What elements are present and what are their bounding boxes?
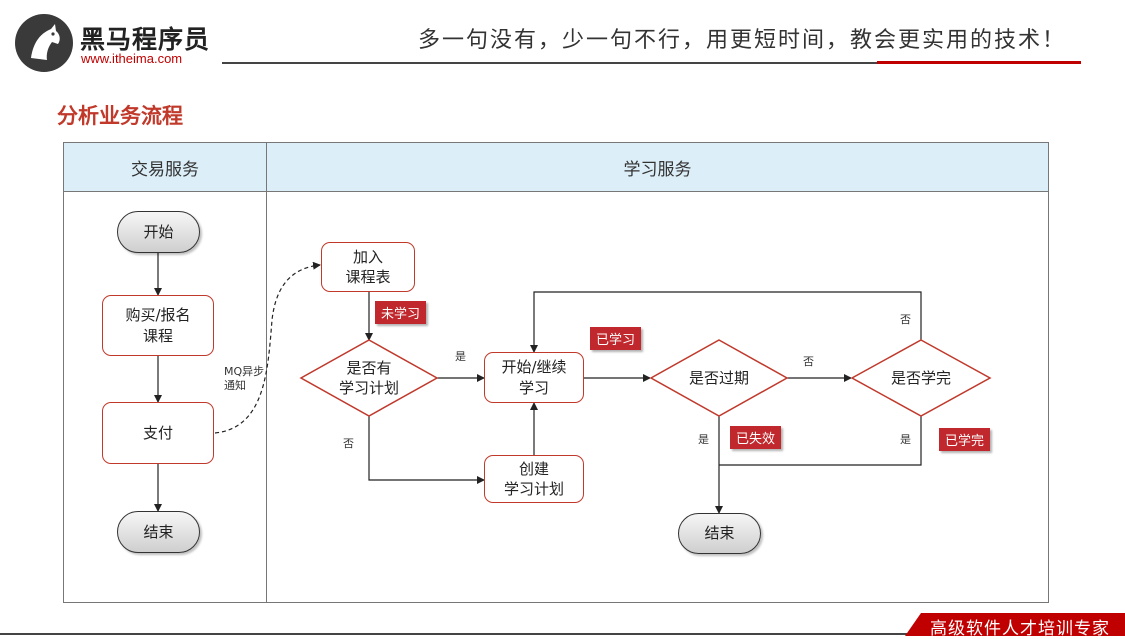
swimlane-frame [63, 142, 1049, 603]
header-divider [222, 62, 877, 64]
edge-label-yes-expired: 是 [698, 433, 709, 446]
decision-expired-label: 是否过期 [688, 368, 749, 387]
tag-learned: 已学习 [590, 327, 642, 350]
decision-finished-label: 是否学完 [890, 368, 951, 387]
lane-header-trade: 交易服务 [64, 143, 266, 192]
edge-label-mq-notify: MQ异步 通知 [224, 365, 265, 393]
tag-not-learned: 未学习 [375, 301, 427, 324]
edge-label-no-finished: 否 [900, 313, 911, 326]
edge-label-no-expired: 否 [803, 355, 814, 368]
add-course-table-node: 加入 课程表 [321, 242, 415, 292]
slogan: 多一句没有，少一句不行，用更短时间，教会更实用的技术！ [418, 28, 1067, 53]
footer-divider [0, 633, 1125, 635]
page-title: 分析业务流程 [57, 104, 183, 128]
footer-slogan: 高级软件人才培训专家 [930, 619, 1110, 639]
tag-finished: 已学完 [939, 428, 991, 451]
end-node-trade: 结束 [117, 511, 200, 553]
footer-band [905, 613, 1125, 636]
decision-has-plan-label: 是否有 学习计划 [338, 358, 399, 397]
decision-expired-shape [649, 339, 789, 417]
header-accent-line [877, 61, 1081, 64]
start-learning-node: 开始/继续 学习 [484, 352, 584, 403]
edge-finished-loop-no [530, 291, 922, 353]
lane-header-study: 学习服务 [267, 143, 1048, 192]
brand-url: www.itheima.com [81, 51, 183, 66]
brand-name: 黑马程序员 [80, 25, 211, 54]
edge-label-yes-plan: 是 [455, 350, 466, 363]
create-plan-node: 创建 学习计划 [484, 455, 584, 503]
edge-label-yes-finished: 是 [900, 433, 911, 446]
horse-logo-icon [15, 14, 73, 72]
start-node: 开始 [117, 211, 200, 253]
decision-has-plan-shape [299, 339, 439, 417]
pay-node: 支付 [102, 402, 214, 464]
buy-course-node: 购买/报名 课程 [102, 295, 214, 356]
tag-expired: 已失效 [730, 426, 782, 449]
end-node-study: 结束 [678, 513, 761, 554]
edge-mq-notify [214, 261, 321, 434]
edge-hasplan-create-no [368, 416, 485, 484]
edge-label-no-plan: 否 [343, 437, 354, 450]
edge-finished-end-yes [719, 416, 922, 466]
decision-finished-shape [850, 339, 992, 417]
